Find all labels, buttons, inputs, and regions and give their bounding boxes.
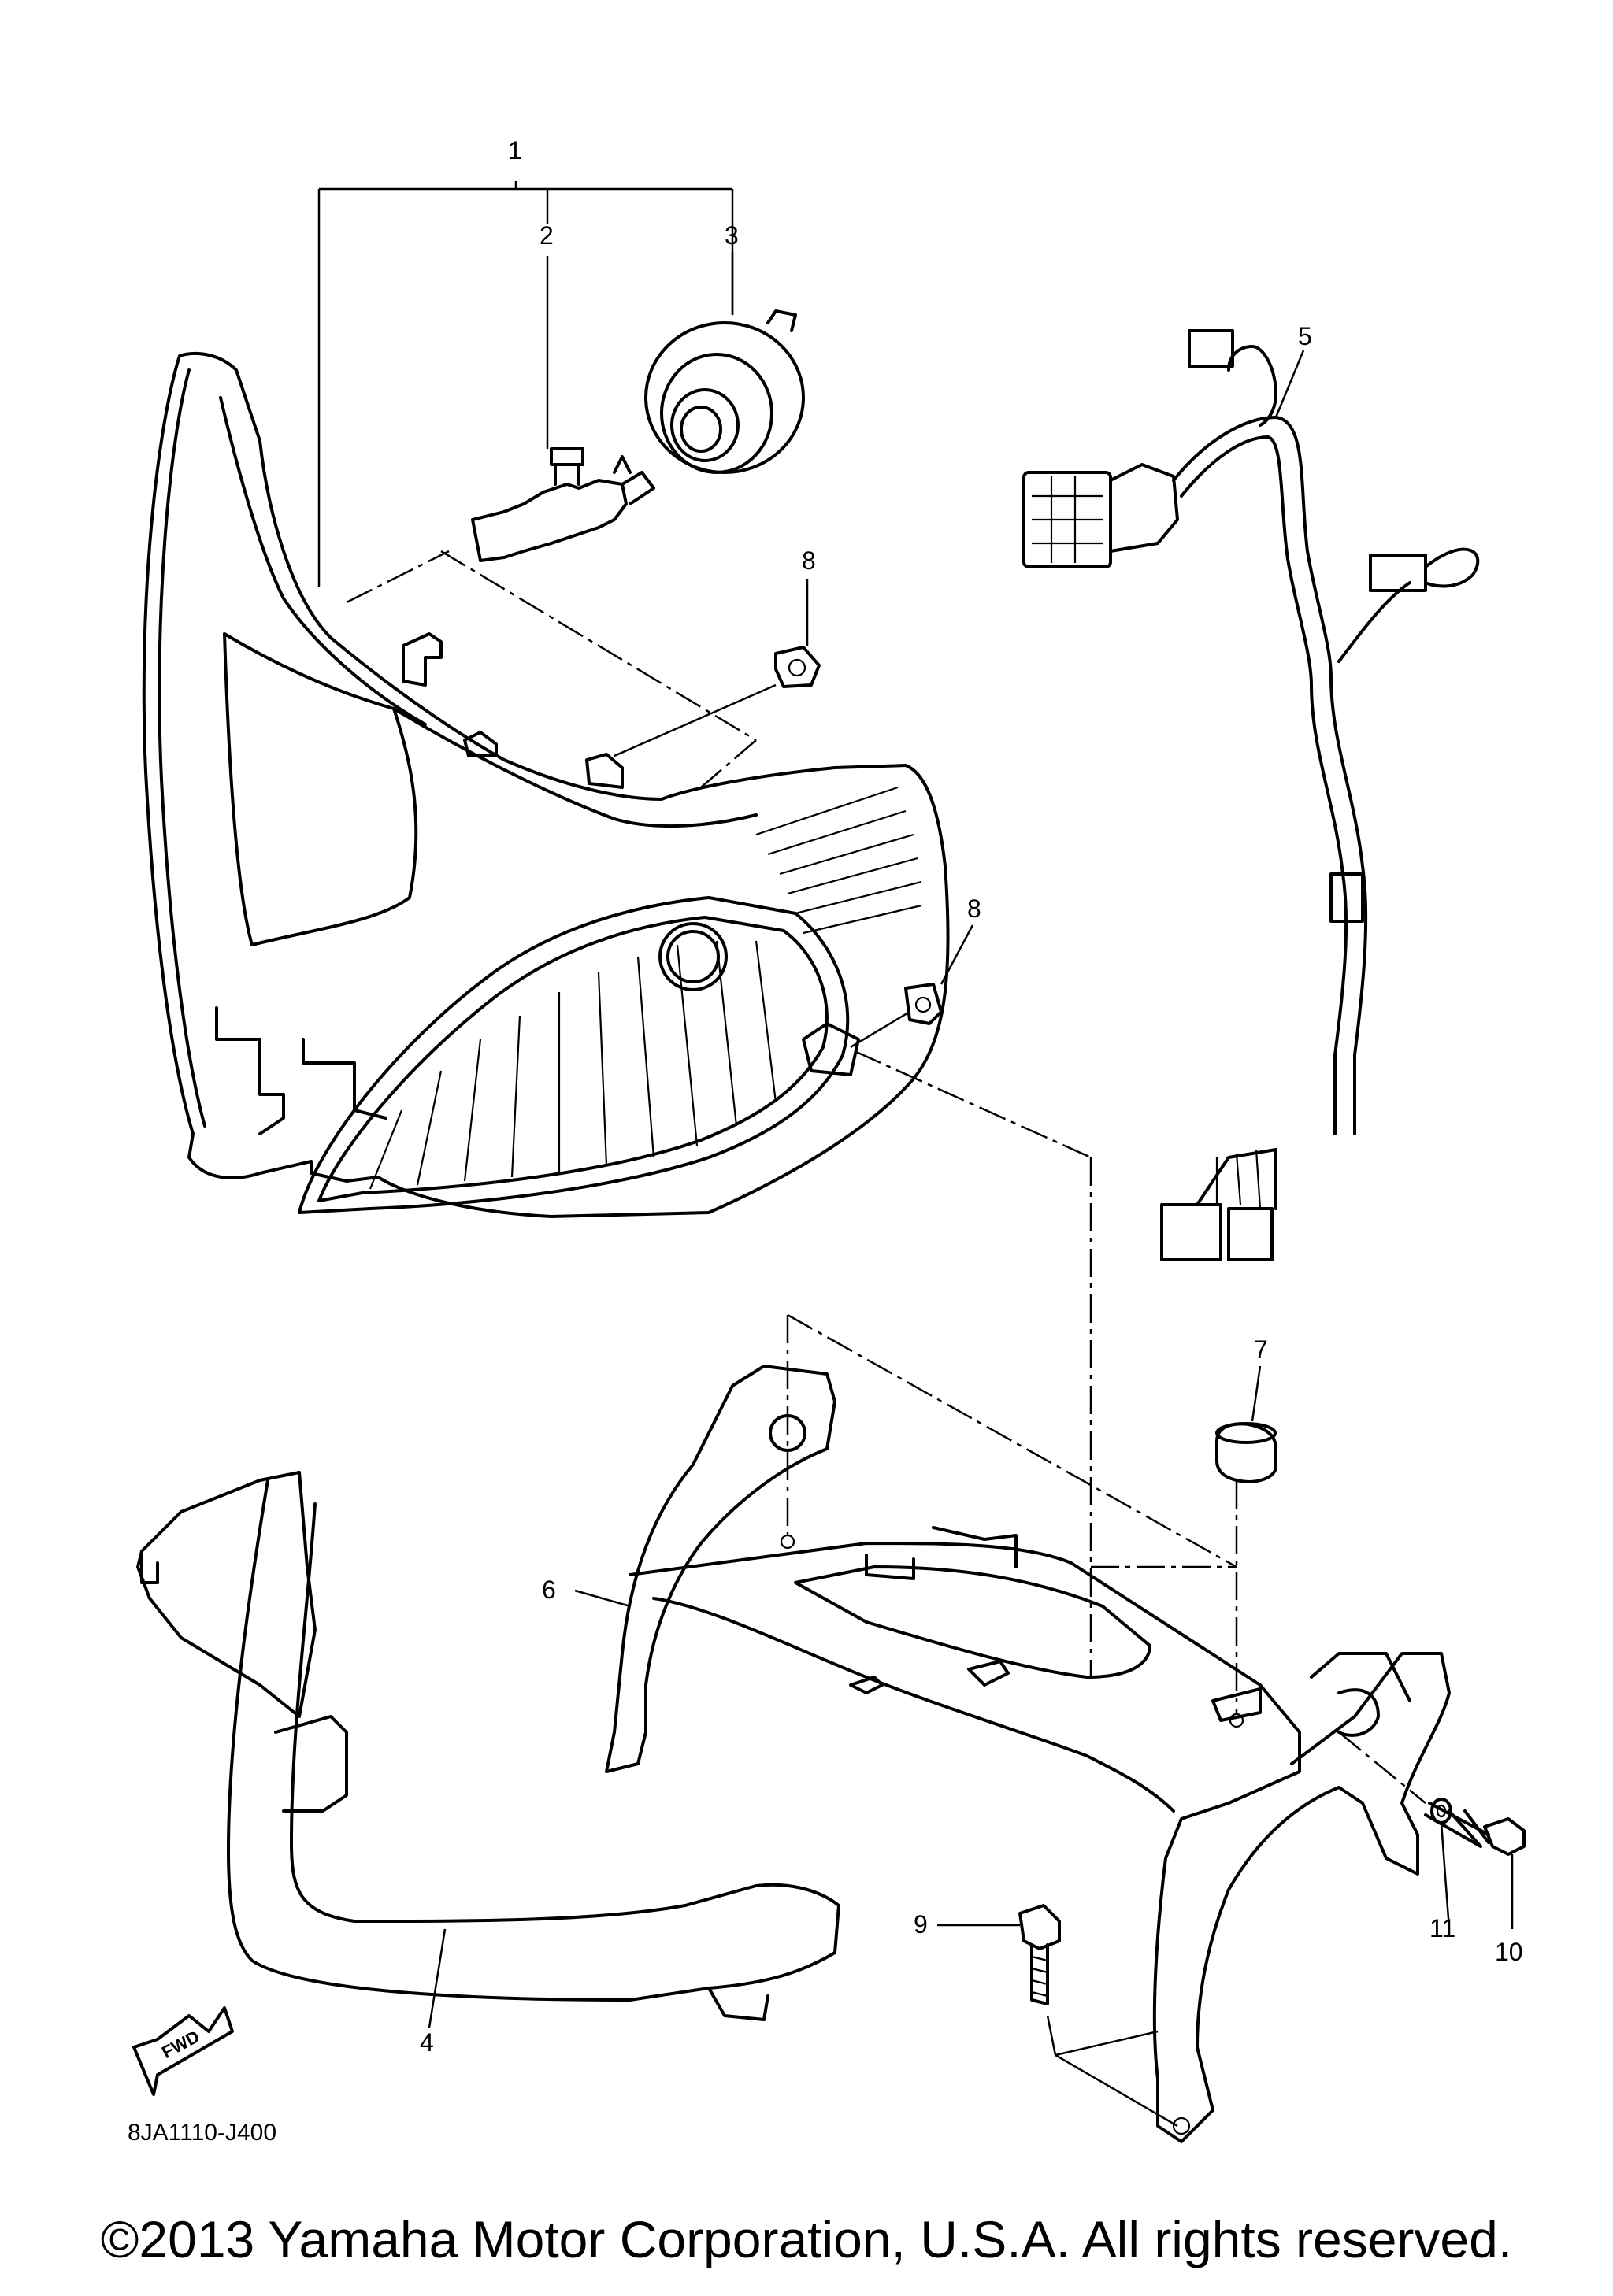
headlight-stay-left xyxy=(136,1471,840,2021)
forward-arrow-icon: FWD xyxy=(132,2006,234,2096)
callout-11: 11 xyxy=(1429,1914,1455,1942)
callout-8-top: 8 xyxy=(802,546,816,575)
callout-1: 1 xyxy=(508,136,522,165)
reflector-ribs xyxy=(755,786,922,935)
headlight-bracket-main xyxy=(605,1365,1451,2143)
callout-5: 5 xyxy=(1298,322,1312,350)
callout-4: 4 xyxy=(420,2028,434,2057)
connector-pins xyxy=(1032,476,1103,563)
bulb-cover xyxy=(644,309,805,474)
nut-right xyxy=(904,983,943,1025)
copyright-notice: ©2013 Yamaha Motor Corporation, U.S.A. A… xyxy=(100,2210,1513,2268)
callout-3: 3 xyxy=(725,221,739,250)
callout-10: 10 xyxy=(1495,1938,1523,1966)
bolt-10 xyxy=(1424,1802,1526,1856)
headlight-bulb xyxy=(471,447,655,562)
callout-8-right: 8 xyxy=(967,894,981,923)
damper xyxy=(1215,1422,1277,1483)
leader-lines xyxy=(317,181,1514,2128)
headlight-assembly xyxy=(142,352,950,1218)
callout-9: 9 xyxy=(914,1910,928,1939)
callout-numbers: 1 2 3 4 5 6 7 8 8 9 10 11 xyxy=(420,136,1523,2057)
nut-top xyxy=(774,646,821,688)
callout-6: 6 xyxy=(542,1576,556,1604)
diagram-code: 8JA1110-J400 xyxy=(128,2120,276,2146)
alignment-lines xyxy=(346,550,1426,1804)
bolt-9 xyxy=(1018,1904,1061,2005)
lens-ribs xyxy=(369,940,777,1190)
sub-wire-harness xyxy=(1022,329,1480,1261)
callout-7: 7 xyxy=(1254,1335,1268,1364)
callout-2: 2 xyxy=(540,221,554,250)
